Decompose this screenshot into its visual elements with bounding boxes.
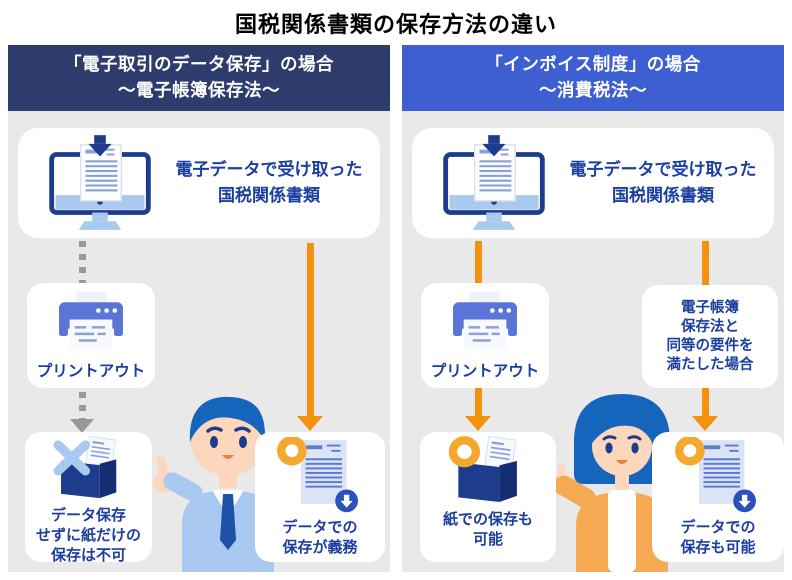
gray-arrowhead-icon (70, 419, 94, 433)
right-received-card: 電子データで受け取った 国税関係書類 (412, 128, 774, 238)
woman-illustration (537, 394, 670, 572)
left-received-line1: 電子データで受け取った (175, 160, 363, 180)
computer-document-icon (49, 134, 151, 230)
document-save-icon (675, 435, 756, 513)
document-save-icon (277, 435, 358, 513)
orange-arrowhead-icon (692, 416, 718, 431)
man-illustration (153, 396, 274, 572)
left-paper-only-card: データ保存 せずに紙だけの 保存は不可 (25, 432, 152, 564)
right-printer-card: プリントアウト (421, 283, 549, 388)
left-printer-card: プリントアウト (27, 283, 155, 388)
data-ok-line1: データでの (680, 518, 756, 536)
left-header-line2: ～電子帳簿保存法～ (118, 81, 280, 101)
circle-ok-icon (675, 435, 705, 466)
computer-document-icon (443, 134, 545, 230)
printer-icon (59, 291, 123, 350)
left-paper-only-line2: せずに紙だけの (35, 526, 141, 544)
orange-arrowhead-icon (297, 416, 323, 431)
left-paper-only-line1: データ保存 (50, 506, 126, 524)
condition-line3: 同等の要件を (666, 337, 754, 354)
page-title: 国税関係書類の保存方法の違い (234, 13, 557, 38)
left-printer-label: プリントアウト (36, 362, 146, 380)
orange-connector (307, 243, 314, 416)
right-condition-card: 電子帳簿 保存法と 同等の要件を 満たした場合 (642, 285, 778, 388)
filebox-cross-icon (52, 435, 116, 499)
dotted-connector (79, 392, 86, 419)
dotted-connector (79, 241, 86, 283)
circle-ok-icon (277, 435, 307, 466)
data-ok-line2: 保存も可能 (680, 538, 756, 556)
left-received-card: 電子データで受け取った 国税関係書類 (18, 128, 380, 238)
condition-line1: 電子帳簿 (681, 299, 739, 316)
condition-line4: 満たした場合 (666, 356, 754, 373)
right-received-line1: 電子データで受け取った (569, 160, 757, 180)
circle-ok-icon (448, 436, 481, 468)
right-header-line2: ～消費税法～ (539, 81, 647, 101)
right-data-ok-card: データでの 保存も可能 (652, 432, 784, 562)
left-paper-only-line3: 保存は不可 (50, 546, 126, 564)
filebox-circle-icon (448, 435, 517, 502)
panel-electronic-transaction: 「電子取引のデータ保存」の場合 ～電子帳簿保存法～ (8, 45, 390, 572)
paper-ok-line1: 紙での保存も (442, 510, 533, 528)
left-received-line2: 国税関係書類 (218, 186, 320, 206)
right-received-line2: 国税関係書類 (612, 186, 714, 206)
right-paper-ok-card: 紙での保存も 可能 (420, 432, 556, 562)
left-data-duty-line2: 保存が義務 (282, 538, 358, 556)
paper-ok-line2: 可能 (472, 530, 503, 548)
right-header-line1: 「インボイス制度」の場合 (485, 55, 701, 75)
printer-icon (453, 291, 517, 350)
left-data-duty-card: データでの 保存が義務 (255, 432, 385, 562)
panel-invoice-system: 「インボイス制度」の場合 ～消費税法～ (402, 45, 784, 572)
x-mark-icon (52, 440, 90, 476)
orange-arrowhead-icon (465, 416, 491, 431)
condition-line2: 保存法と (681, 318, 739, 335)
right-panel-header: 「インボイス制度」の場合 ～消費税法～ (402, 45, 784, 111)
left-panel-header: 「電子取引のデータ保存」の場合 ～電子帳簿保存法～ (8, 45, 390, 111)
right-printer-label: プリントアウト (430, 362, 540, 380)
left-data-duty-line1: データでの (282, 518, 358, 536)
left-header-line1: 「電子取引のデータ保存」の場合 (64, 55, 334, 75)
